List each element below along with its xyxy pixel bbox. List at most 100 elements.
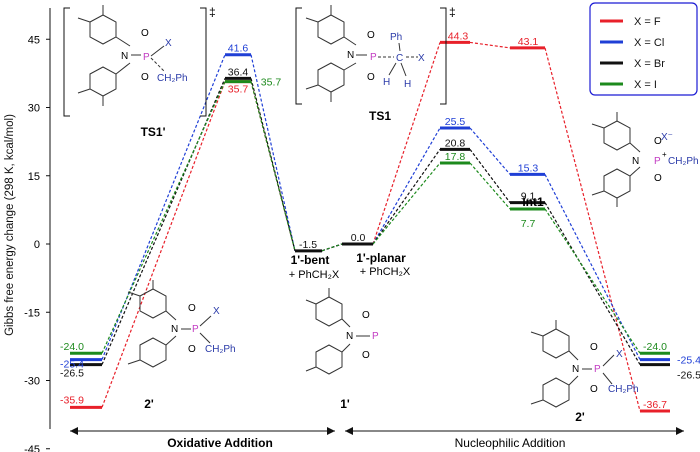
ts1-O-bot: O (367, 72, 375, 83)
ts1-C: C (396, 53, 403, 64)
left-2prime-N: N (171, 324, 178, 335)
int1-N: N (632, 156, 639, 167)
connector (372, 162, 441, 245)
int1-X-minus: X⁻ (661, 132, 673, 143)
label-1prime-bent-plus: + PhCH₂X (289, 269, 340, 281)
data-label: 36.4 (228, 66, 249, 78)
label-2prime-left: 2' (144, 397, 154, 411)
connector (101, 81, 226, 408)
ts1-Ph: Ph (390, 32, 402, 43)
data-label: 17.8 (445, 151, 466, 163)
ts1prime-structure: ‡ N O O P X CH₂Ph (63, 5, 216, 117)
y-axis-label: Gibbs free energy change (298 K, kcal/mo… (4, 114, 16, 336)
center-1prime-P: P (372, 331, 379, 342)
right-2prime-structure: N O O P X CH₂Ph (530, 320, 639, 408)
ts1-N: N (347, 50, 354, 61)
left-2prime-P: P (192, 324, 199, 335)
ts1prime-P: P (143, 52, 150, 63)
int1-O-bot: O (654, 173, 662, 184)
connector (250, 81, 296, 251)
data-label: 44.3 (448, 30, 469, 42)
oxidative-addition-label: Oxidative Addition (167, 436, 273, 450)
connector (544, 47, 641, 412)
connector (372, 127, 441, 245)
right-2prime-O-bot: O (590, 384, 598, 395)
label-1prime-planar: 1'-planar (356, 251, 406, 265)
data-label: 43.1 (518, 36, 539, 48)
left-2prime-CH2Ph: CH₂Ph (205, 344, 236, 355)
data-label: -35.9 (60, 394, 84, 406)
connector (372, 149, 441, 245)
data-label: -36.7 (643, 399, 667, 411)
label-ts1: TS1 (369, 109, 391, 123)
legend-label: X = I (634, 79, 657, 91)
ts1prime-O-top: O (141, 28, 149, 39)
right-2prime-N: N (572, 364, 579, 375)
connector (544, 202, 641, 365)
data-label: 0.0 (351, 232, 366, 244)
center-1prime-N: N (346, 331, 353, 342)
connector (469, 41, 511, 49)
label-ts1prime: TS1' (141, 125, 166, 139)
ts1prime-O-bot: O (141, 72, 149, 83)
y-tick-label: 0 (34, 239, 40, 251)
data-label: 15.3 (518, 162, 539, 174)
legend: X = FX = ClX = BrX = I (589, 2, 698, 96)
connector (321, 243, 343, 252)
data-label: 9.1 (521, 191, 536, 203)
data-label: 35.7 (261, 77, 282, 89)
left-2prime-X: X (213, 306, 220, 317)
legend-label: X = Br (634, 58, 665, 70)
left-2prime-structure: N O O P X CH₂Ph (127, 280, 236, 368)
legend-label: X = Cl (634, 37, 664, 49)
connector (469, 162, 511, 210)
connector (101, 54, 226, 360)
connector (250, 54, 296, 251)
int1-O-top: O (654, 136, 662, 147)
ts1prime-N: N (121, 51, 128, 62)
data-label: 25.5 (445, 116, 466, 128)
int1-CH2Ph: CH₂Ph (668, 156, 699, 167)
label-1prime-center: 1' (340, 397, 350, 411)
y-tick-label: 30 (28, 103, 40, 115)
label-1prime-planar-plus: + PhCH₂X (360, 266, 411, 278)
left-2prime-O-top: O (188, 303, 196, 314)
y-tick-label: 45 (28, 34, 40, 46)
ts1prime-dagger: ‡ (209, 5, 216, 19)
data-label: -26.5 (60, 368, 84, 380)
connector (469, 148, 511, 203)
right-2prime-O-top: O (590, 342, 598, 353)
left-2prime-O-bot: O (188, 344, 196, 355)
data-label: 20.8 (445, 137, 466, 149)
label-2prime-right: 2' (575, 410, 585, 424)
ts1prime-CH2Ph: CH₂Ph (157, 73, 188, 84)
center-1prime-O-bot: O (362, 350, 370, 361)
y-tick-label: 15 (28, 171, 40, 183)
center-1prime-O-top: O (362, 310, 370, 321)
right-2prime-X: X (616, 349, 623, 360)
ts1-structure: ‡ N O O P C X Ph H H (295, 5, 456, 105)
connector (544, 208, 641, 354)
data-label: -24.0 (643, 341, 667, 353)
label-1prime-bent: 1'-bent (291, 253, 330, 267)
ts1-H-left: H (383, 77, 390, 88)
label-int1: Int1 (522, 195, 544, 209)
int1-P-plus: + (662, 150, 667, 159)
y-tick-label: -15 (24, 307, 40, 319)
center-1prime-structure: N O O P (305, 288, 379, 375)
right-2prime-CH2Ph: CH₂Ph (608, 384, 639, 395)
connector (372, 42, 441, 245)
int1-P: P (654, 156, 661, 167)
data-label: -25.4 (60, 359, 84, 371)
data-label: 41.6 (228, 43, 249, 55)
y-tick-label: -30 (24, 376, 40, 388)
y-tick-label: -45 (24, 444, 40, 452)
ts1-dagger: ‡ (449, 5, 456, 19)
connector (101, 78, 226, 365)
data-label: -26.5 (677, 370, 700, 382)
ts1-P: P (370, 52, 377, 63)
data-label: -24.0 (60, 341, 84, 353)
data-label: 7.7 (521, 218, 536, 230)
ts1prime-X: X (165, 38, 172, 49)
